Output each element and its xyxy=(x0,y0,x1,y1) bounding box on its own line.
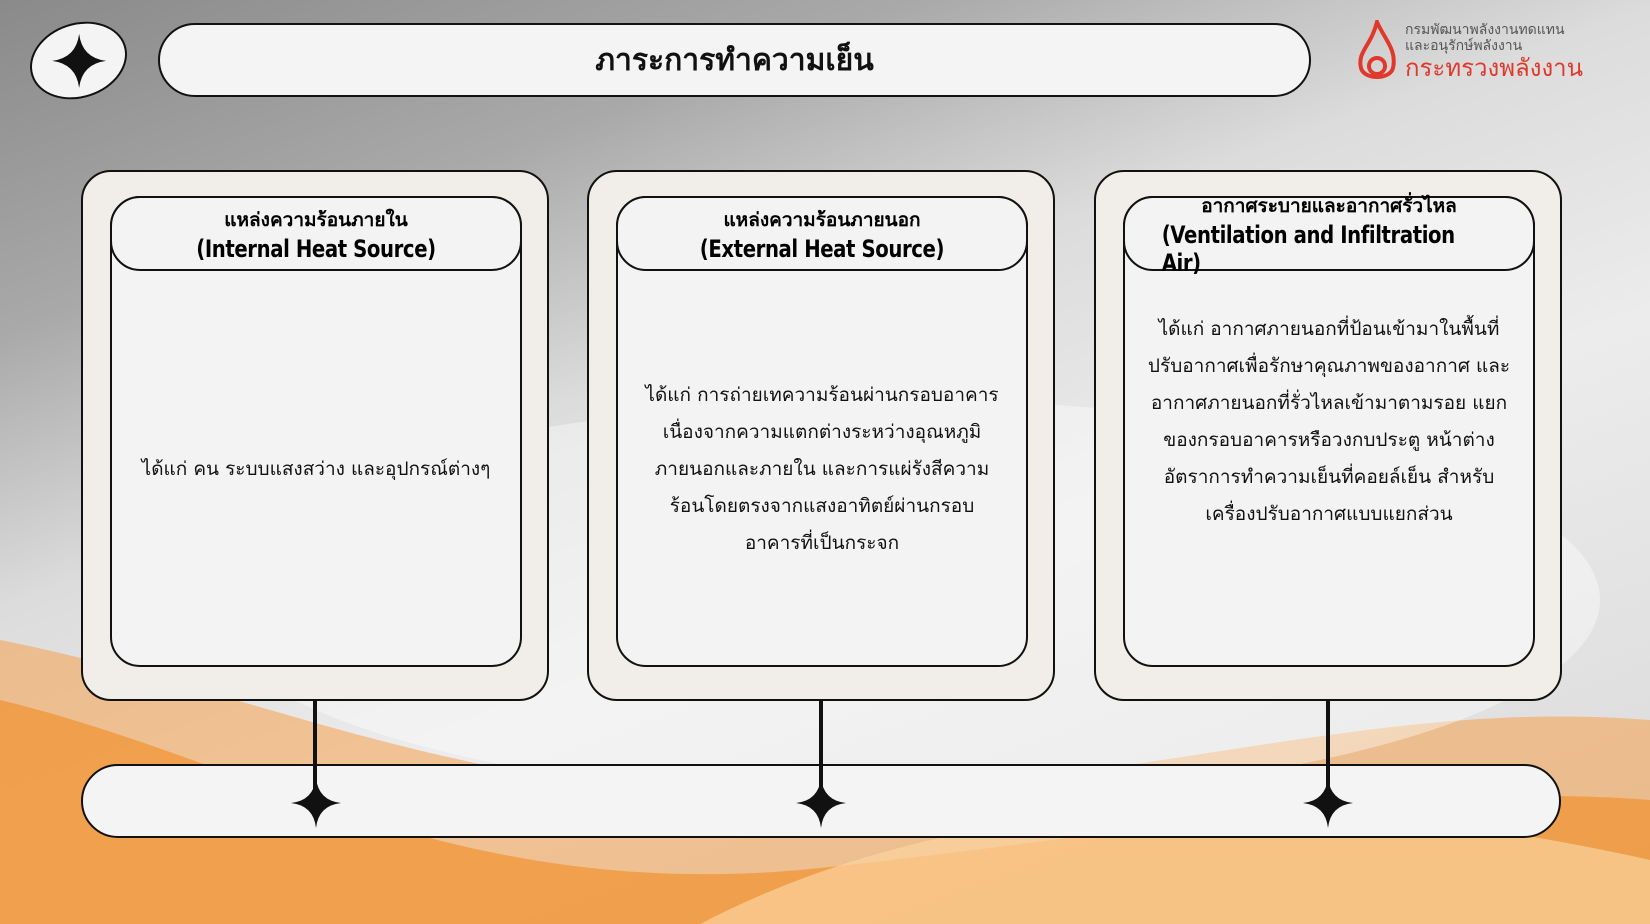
card-title-en: (External Heat Source) xyxy=(699,234,945,263)
card-external-heat: แหล่งความร้อนภายนอก (External Heat Source… xyxy=(587,170,1055,701)
logo-line-1: กรมพัฒนาพลังงานทดแทน xyxy=(1405,22,1565,38)
card-body: ได้แก่ อากาศภายนอกที่ป้อนเข้ามาในพื้นที่… xyxy=(1147,318,1511,525)
card-title-th: แหล่งความร้อนภายใน xyxy=(224,208,408,231)
page-title: ภาระการทำความเย็น xyxy=(158,23,1311,97)
connector-line xyxy=(313,701,317,801)
star-badge xyxy=(19,9,138,112)
sparkle-icon xyxy=(796,778,846,828)
card-body: ได้แก่ คน ระบบแสงสว่าง และอุปกรณ์ต่างๆ xyxy=(141,457,491,480)
card-ventilation: อากาศระบายและอากาศรั่วไหล (Ventilation an… xyxy=(1094,170,1562,701)
sparkle-icon xyxy=(291,778,341,828)
sparkle-icon xyxy=(1303,778,1353,828)
sparkle-icon xyxy=(51,33,106,88)
card-title-th: แหล่งความร้อนภายนอก xyxy=(723,208,921,231)
card-internal-heat: แหล่งความร้อนภายใน (Internal Heat Source)… xyxy=(81,170,549,701)
connector-line xyxy=(1326,701,1330,801)
logo-line-3: กระทรวงพลังงาน xyxy=(1405,54,1584,82)
flame-logo-icon xyxy=(1358,20,1396,79)
ministry-logo: กรมพัฒนาพลังงานทดแทน และอนุรักษ์พลังงาน … xyxy=(1355,20,1583,84)
connector-line xyxy=(819,701,823,801)
logo-line-2: และอนุรักษ์พลังงาน xyxy=(1405,38,1523,54)
card-body: ได้แก่ การถ่ายเทความร้อนผ่านกรอบอาคาร เน… xyxy=(645,383,999,554)
card-title-en: (Internal Heat Source) xyxy=(196,234,436,263)
card-title-th: อากาศระบายและอากาศรั่วไหล xyxy=(1201,194,1457,217)
card-title-en: (Ventilation and Infiltration Air) xyxy=(1161,220,1455,277)
